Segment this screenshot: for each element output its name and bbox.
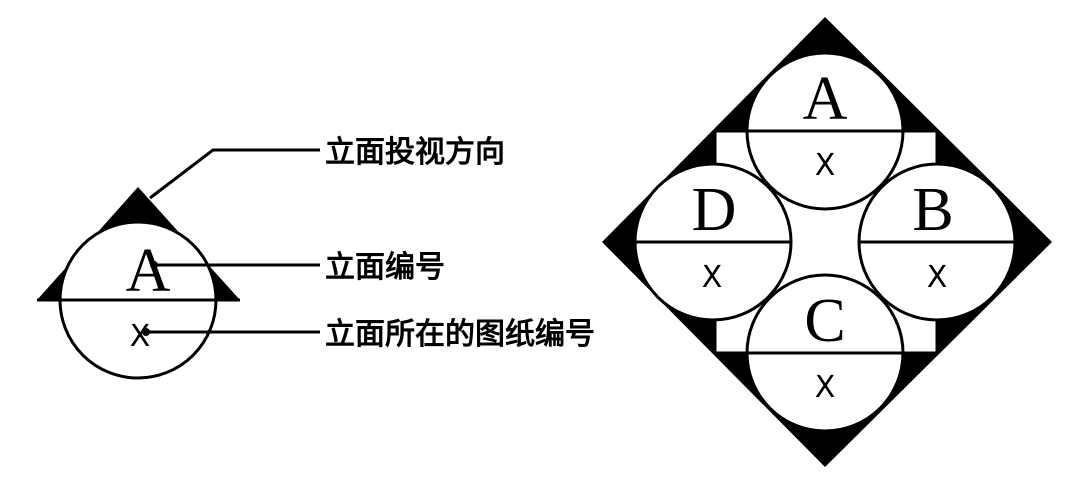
circle-right: B X bbox=[857, 162, 1017, 322]
leader-direction bbox=[149, 148, 320, 200]
sheet-mark-bottom: X bbox=[815, 370, 836, 405]
circle-bottom: C X bbox=[745, 273, 905, 433]
circle-top: A X bbox=[745, 51, 905, 211]
sheet-mark-left: X bbox=[702, 260, 723, 295]
letter-top: A bbox=[803, 65, 848, 133]
letter-left: D bbox=[692, 176, 737, 244]
label-direction: 立面投视方向 bbox=[325, 135, 505, 170]
sheet-mark: X bbox=[130, 319, 151, 354]
circle-left: D X bbox=[633, 162, 793, 322]
four-way-elevation-symbol: A X B X D X C X bbox=[602, 17, 1052, 467]
sheet-mark-top: X bbox=[815, 148, 836, 183]
single-elevation-symbol: A X 立面投视方向 立面编号 立面所在的图纸编号 bbox=[37, 135, 595, 380]
label-sheet-number: 立面所在的图纸编号 bbox=[325, 317, 595, 352]
label-elevation-number: 立面编号 bbox=[325, 250, 445, 285]
sheet-mark-right: X bbox=[927, 260, 948, 295]
letter-bottom: C bbox=[804, 287, 845, 355]
letter-right: B bbox=[912, 176, 953, 244]
elevation-letter: A bbox=[126, 237, 171, 305]
